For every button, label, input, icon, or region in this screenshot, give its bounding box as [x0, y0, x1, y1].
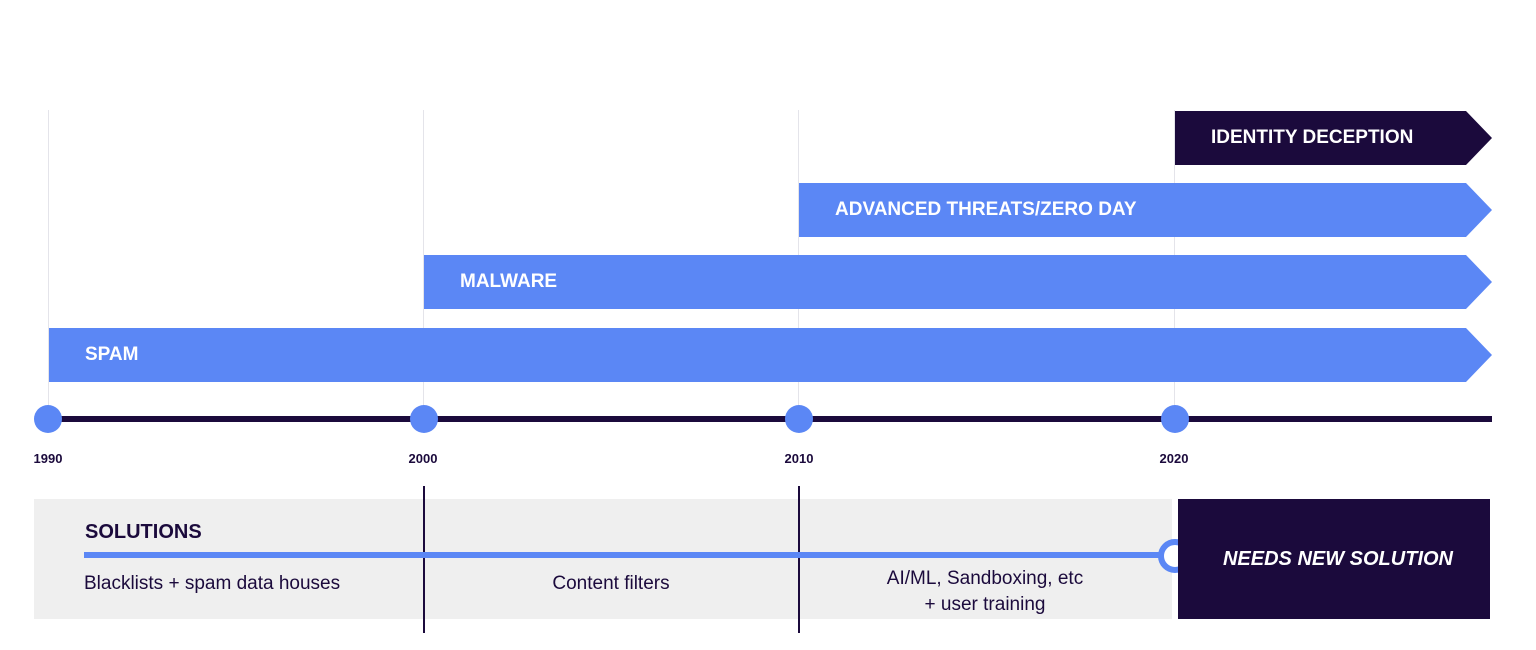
threat-band-spam: SPAM: [49, 328, 1492, 382]
threat-band-advanced-threats: ADVANCED THREATS/ZERO DAY: [799, 183, 1492, 237]
year-label-2000: 2000: [408, 451, 438, 466]
threat-band-identity-deception: IDENTITY DECEPTION: [1175, 111, 1492, 165]
timeline-marker-2010: [785, 405, 813, 433]
year-label-2020: 2020: [1159, 451, 1189, 466]
gridline-2000: [423, 110, 424, 410]
threat-label: IDENTITY DECEPTION: [1211, 127, 1414, 148]
solutions-title: SOLUTIONS: [85, 521, 202, 543]
solutions-line: [84, 552, 1174, 558]
solution-blacklists: Blacklists + spam data houses: [84, 573, 341, 594]
solution-ai-ml-line2: + user training: [924, 594, 1046, 615]
gridline-1990: [48, 110, 49, 410]
timeline-axis: [48, 416, 1492, 422]
threat-band-malware: MALWARE: [424, 255, 1492, 309]
timeline-marker-2000: [410, 405, 438, 433]
year-label-2010: 2010: [784, 451, 814, 466]
solutions-panel: [34, 499, 1172, 619]
solutions-divider-2010: [798, 486, 800, 633]
needs-new-solution-box: NEEDS NEW SOLUTION: [1178, 499, 1490, 619]
timeline-marker-1990: [34, 405, 62, 433]
solution-ai-ml-line1: AI/ML, Sandboxing, etc: [886, 568, 1084, 589]
threat-label: SPAM: [85, 344, 139, 365]
year-label-1990: 1990: [33, 451, 63, 466]
threat-label: ADVANCED THREATS/ZERO DAY: [835, 199, 1137, 220]
solution-content-filters: Content filters: [552, 573, 670, 594]
threat-label: MALWARE: [460, 271, 558, 292]
solution-ai-ml: AI/ML, Sandboxing, etc + user training: [800, 566, 1170, 618]
needs-new-solution-label: NEEDS NEW SOLUTION: [1222, 547, 1453, 570]
timeline-marker-2020: [1161, 405, 1189, 433]
solutions-divider-2000: [423, 486, 425, 633]
